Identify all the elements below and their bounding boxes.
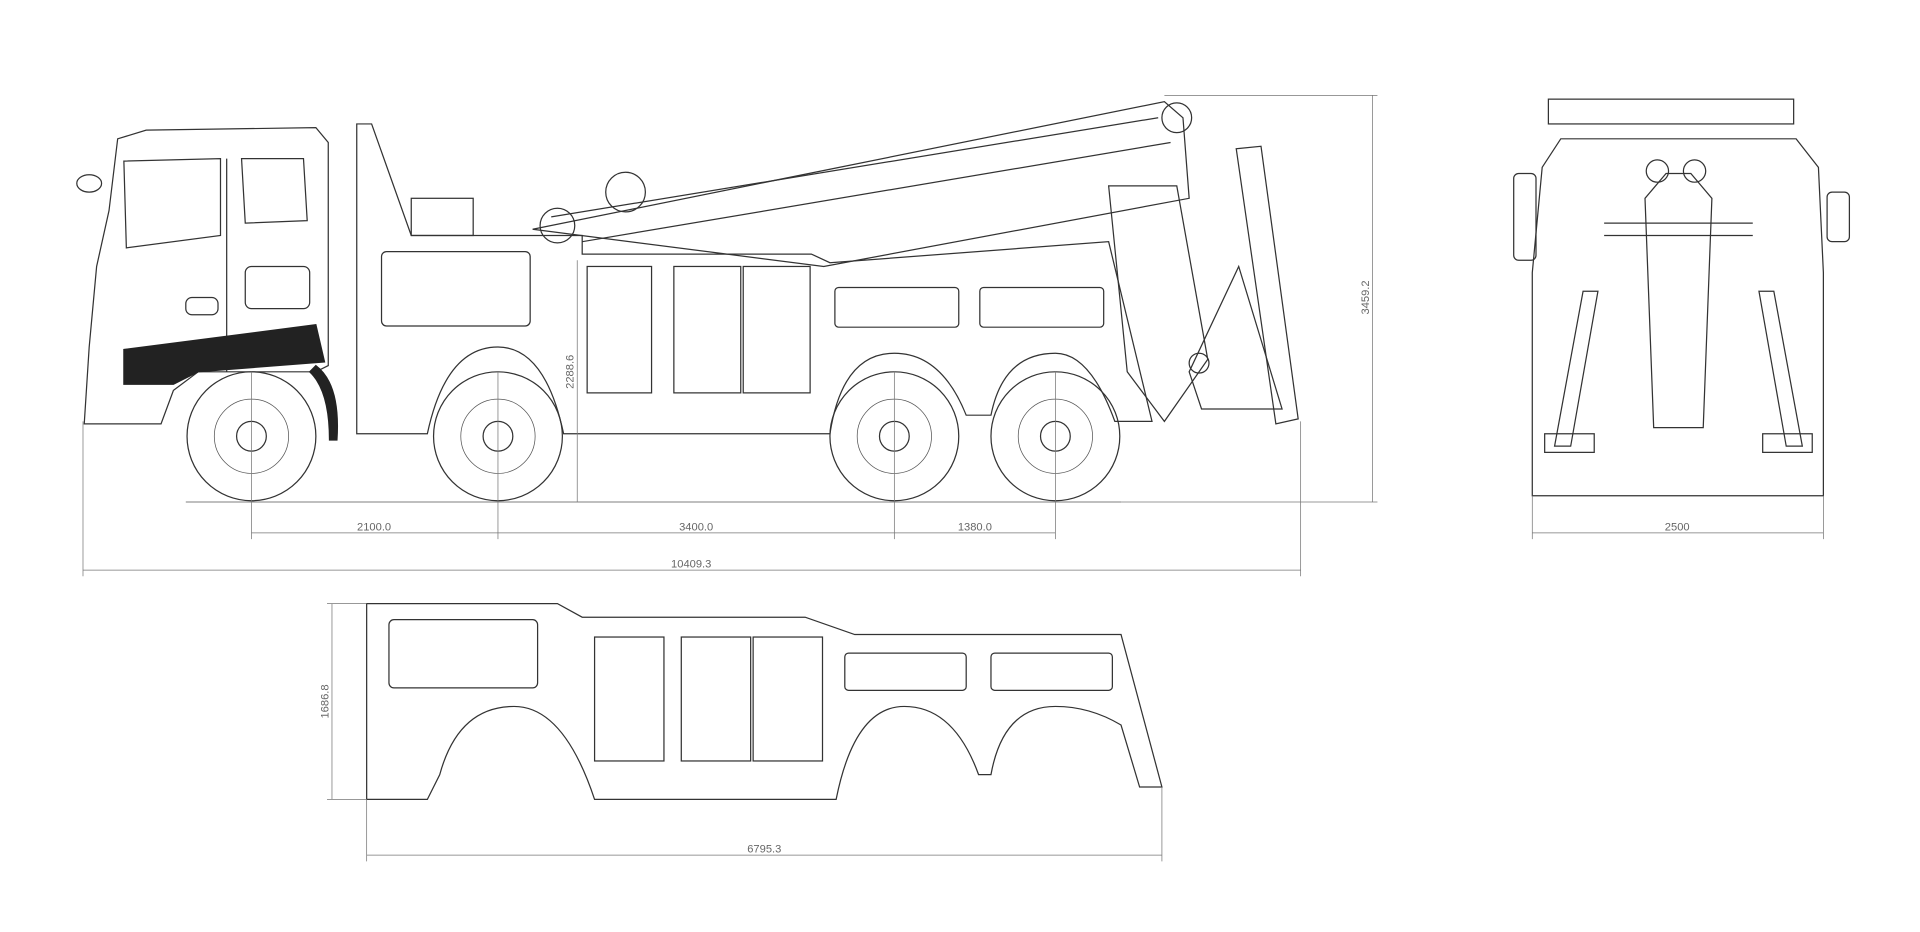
rear-view: 2500: [1513, 98, 1851, 540]
dim-axle-2-3: 3400.0: [679, 521, 713, 533]
body: [356, 123, 1153, 435]
boom: [532, 100, 1299, 425]
dim-overall-height: 3459.2: [1360, 280, 1372, 314]
dimension-lines: [82, 95, 1378, 577]
dim-axle-3-4: 1380.0: [958, 521, 992, 533]
dim-rear-width: 2500: [1665, 521, 1690, 533]
dim-panel-height: 1686.8: [319, 684, 331, 718]
dim-overall-length: 10409.3: [671, 559, 711, 571]
dim-panel-length: 6795.3: [747, 844, 781, 856]
cab: [76, 127, 339, 441]
dim-axle-1-2: 2100.0: [357, 521, 391, 533]
body-panel-view: 1686.8 6795.3: [319, 602, 1163, 862]
side-view: 2100.0 3400.0 1380.0 10409.3 3459.2 2288…: [76, 95, 1378, 577]
dim-body-height: 2288.6: [565, 355, 577, 389]
